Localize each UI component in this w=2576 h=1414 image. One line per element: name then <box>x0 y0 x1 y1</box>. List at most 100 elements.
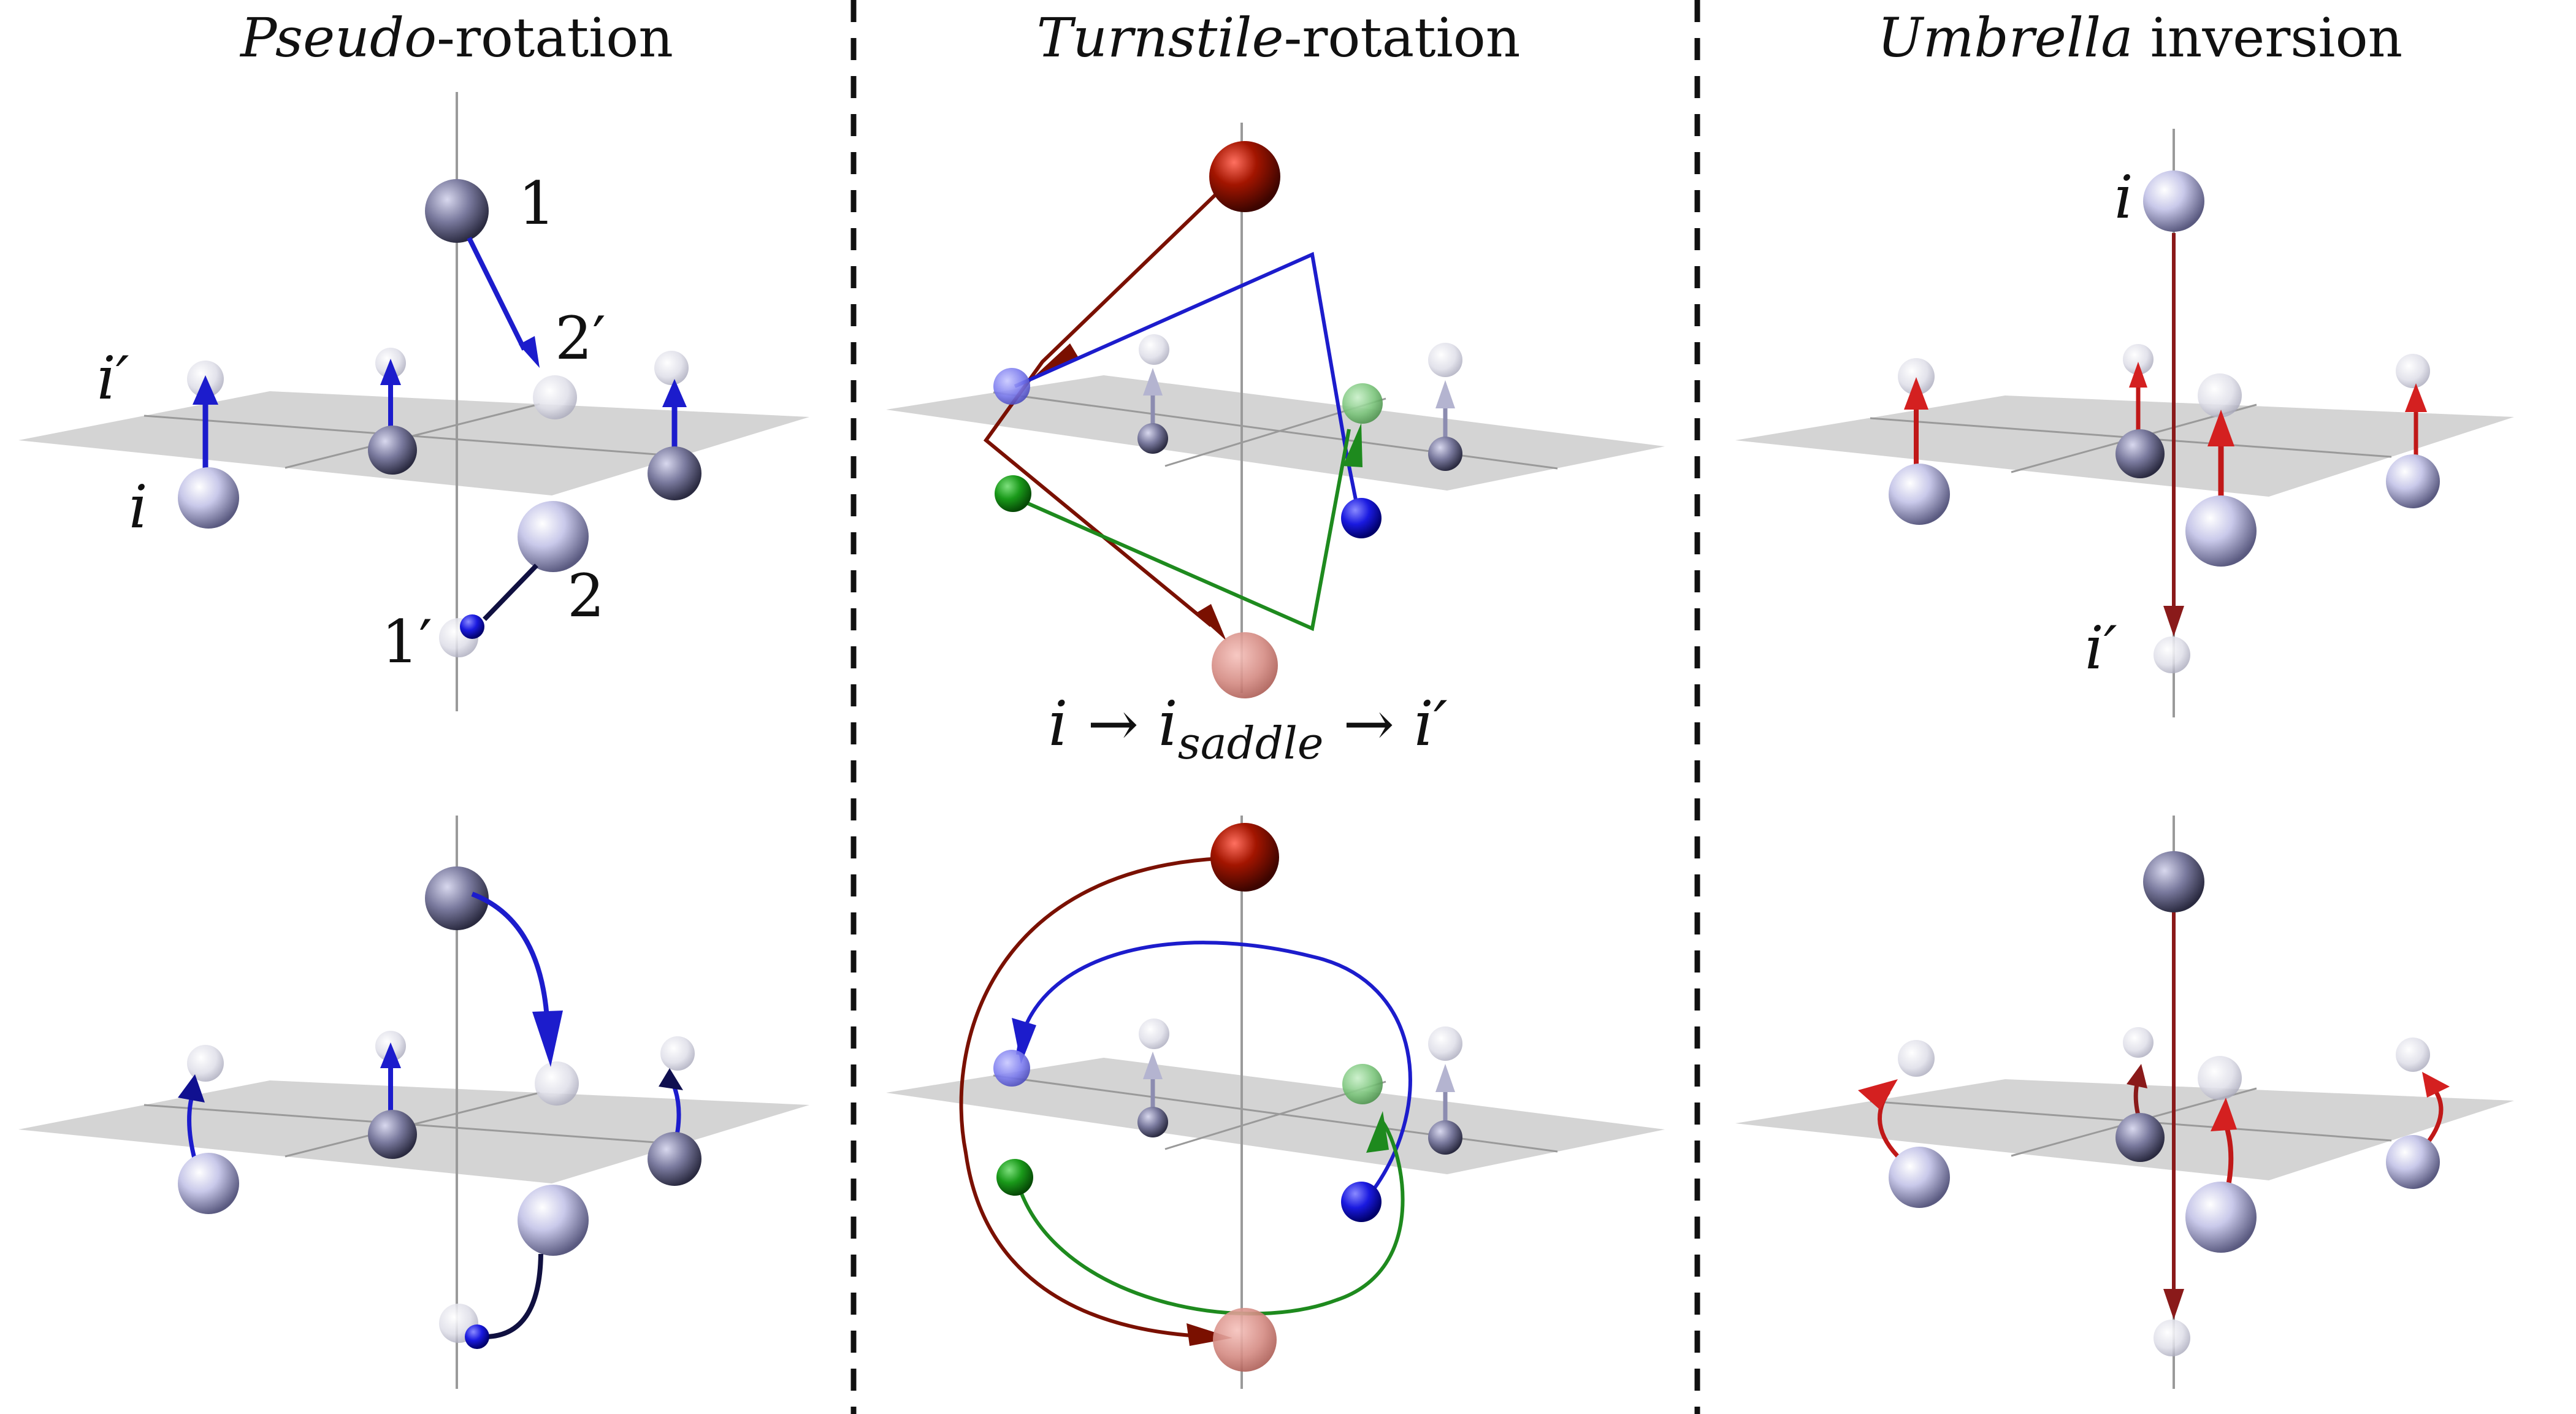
atom-sphere <box>518 501 589 572</box>
arrow-head <box>2422 1072 2450 1098</box>
atom-sphere <box>660 1036 695 1071</box>
label-2-prime: 2′ <box>555 304 606 373</box>
atom-sphere <box>993 368 1030 405</box>
label-2: 2 <box>567 562 605 630</box>
green-path <box>1004 429 1351 632</box>
atom-sphere <box>1428 343 1462 377</box>
atom-sphere <box>654 351 689 385</box>
atom-sphere <box>2198 373 2242 418</box>
arrow-head <box>380 1042 401 1068</box>
turnstile-top-panel: i → isaddle → i′ <box>886 123 1665 769</box>
arrow-head <box>1012 1018 1036 1064</box>
plane-grid-line <box>993 391 1558 470</box>
atom-sphere <box>648 446 701 500</box>
atom-sphere <box>460 614 484 639</box>
atom-sphere <box>178 1153 239 1214</box>
arrow-head <box>1904 377 1928 410</box>
plane-grid-line <box>993 1074 1558 1153</box>
atom-sphere <box>2123 344 2154 375</box>
arrow-head <box>1858 1079 1898 1110</box>
arrow-head <box>193 375 218 405</box>
title-pseudo-rotation: Pseudo-rotation <box>239 6 673 69</box>
atom-sphere <box>535 1061 579 1106</box>
saddle-path-label: i → isaddle → i′ <box>1048 688 1447 769</box>
arrow-head <box>2163 606 2184 636</box>
arrow-head <box>1030 343 1079 380</box>
label-1: 1 <box>518 169 556 238</box>
atom-sphere <box>1428 1120 1462 1155</box>
title-umbrella-inversion: Umbrella inversion <box>1878 6 2402 69</box>
arrow-head <box>1187 1323 1233 1346</box>
atom-sphere <box>1213 1308 1277 1372</box>
atom-sphere <box>1137 423 1168 454</box>
arrow-head <box>519 336 540 368</box>
atom-sphere <box>996 1159 1033 1196</box>
atom-sphere <box>1428 437 1462 471</box>
atom-sphere <box>1139 1018 1169 1049</box>
arrow-head <box>1343 423 1363 467</box>
atom-sphere <box>1137 1107 1168 1137</box>
atom-sphere <box>187 1045 224 1082</box>
arrow-head <box>659 1068 683 1090</box>
atom-sphere <box>2143 170 2204 232</box>
umbrella-bottom-panel <box>1735 816 2514 1389</box>
atom-sphere <box>2115 429 2165 478</box>
atom-sphere <box>2185 495 2257 567</box>
atom-sphere <box>1889 1147 1950 1208</box>
atom-sphere <box>368 426 417 475</box>
atom-sphere <box>425 179 489 243</box>
atom-sphere <box>1342 383 1383 424</box>
arrow-head <box>2127 1064 2147 1088</box>
atom-sphere <box>2143 851 2204 912</box>
displacement-arrow <box>483 564 538 621</box>
atom-sphere <box>2396 354 2430 388</box>
atom-sphere <box>1342 1064 1383 1104</box>
atom-sphere <box>1139 334 1169 365</box>
atom-sphere <box>1898 358 1935 395</box>
label-i: i <box>129 473 148 541</box>
arrow-head <box>178 1074 205 1103</box>
atom-sphere <box>2115 1113 2165 1162</box>
atom-sphere <box>425 866 489 930</box>
arrow-head <box>1435 380 1455 408</box>
turnstile-bottom-panel <box>886 816 1665 1389</box>
arrow-head <box>1143 368 1163 396</box>
arrow-head <box>2129 362 2147 388</box>
arrow-head <box>2207 410 2234 446</box>
atom-sphere <box>178 467 239 529</box>
atom-sphere <box>1341 498 1382 538</box>
green-path <box>1016 1121 1405 1316</box>
arrow-head <box>1196 604 1226 641</box>
atom-sphere <box>2386 454 2440 508</box>
red-path <box>959 857 1221 1339</box>
atom-sphere <box>648 1132 701 1186</box>
title-turnstile-rotation: Turnstile-rotation <box>1037 6 1521 69</box>
atom-sphere <box>2154 636 2190 673</box>
atom-sphere <box>518 1185 589 1256</box>
displacement-arrow <box>467 237 527 351</box>
pseudo-top-panel: 1 2′ i′ i 1′ 2 <box>18 92 809 711</box>
arrow-head <box>1366 1111 1389 1153</box>
atom-sphere <box>2154 1320 2190 1356</box>
curved-arrow <box>484 1253 543 1339</box>
atom-sphere <box>993 1050 1030 1087</box>
atom-sphere <box>1428 1026 1462 1061</box>
pseudo-bottom-panel <box>18 816 809 1389</box>
label-i-top: i <box>2114 163 2133 232</box>
atom-sphere <box>2198 1056 2242 1100</box>
atom-sphere <box>995 475 1031 512</box>
atom-sphere <box>2123 1027 2154 1058</box>
arrow-head <box>380 359 401 385</box>
atom-sphere <box>1209 141 1280 212</box>
atom-sphere <box>1341 1182 1382 1222</box>
arrow-head <box>2211 1098 2237 1131</box>
label-i-prime: i′ <box>97 344 129 413</box>
atom-sphere <box>1210 823 1279 892</box>
arrow-head <box>662 379 687 407</box>
arrow-head <box>1435 1064 1455 1092</box>
arrow-head <box>532 1011 563 1067</box>
umbrella-top-panel: i i′ <box>1735 129 2514 717</box>
blue-path <box>1014 251 1360 513</box>
arrow-head <box>2163 1289 2184 1320</box>
